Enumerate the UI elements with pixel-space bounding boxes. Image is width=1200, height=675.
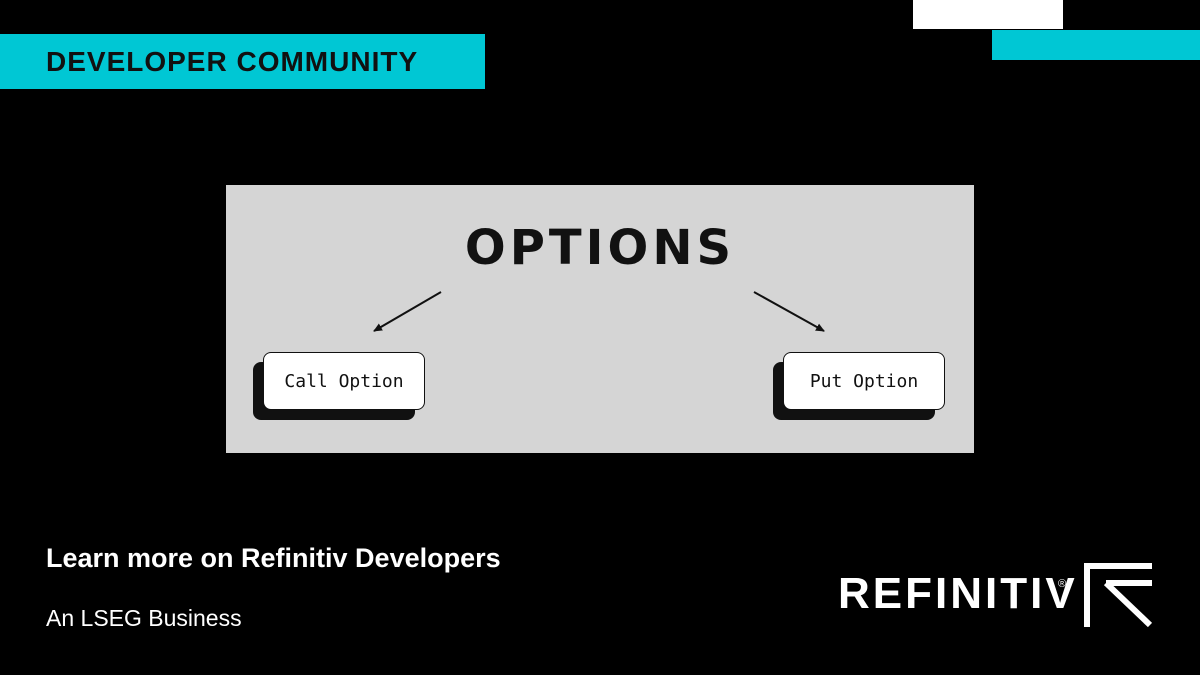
refinitiv-logo-icon — [1084, 563, 1153, 628]
call-option-box: Call Option — [263, 352, 425, 410]
arrow-to-put-option — [753, 291, 825, 332]
arrow-to-call-option — [373, 291, 442, 332]
refinitiv-wordmark: REFINITIV — [838, 569, 1078, 618]
developer-community-banner: DEVELOPER COMMUNITY — [0, 34, 485, 89]
put-option-box: Put Option — [783, 352, 945, 410]
corner-white-block — [913, 0, 1063, 29]
lseg-tagline: An LSEG Business — [46, 605, 242, 631]
options-diagram — [226, 185, 974, 453]
learn-more-link[interactable]: Learn more on Refinitiv Developers — [46, 543, 501, 573]
banner-label: DEVELOPER COMMUNITY — [46, 45, 419, 77]
registered-mark: ® — [1058, 578, 1067, 590]
diagram-arrows — [373, 291, 825, 332]
corner-cyan-block — [992, 30, 1200, 60]
